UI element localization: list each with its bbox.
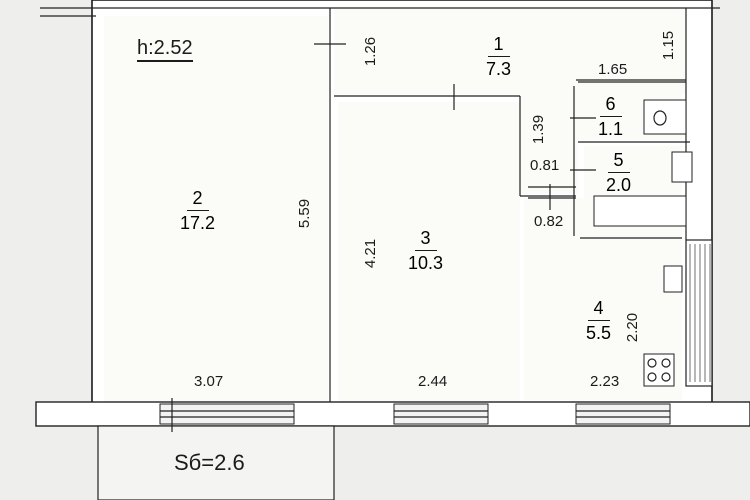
- burner-2: [661, 358, 671, 368]
- balcony-area-label: Sб=2.6: [174, 450, 245, 475]
- dim-room2-width: 3.07: [194, 373, 224, 390]
- room-2-number: 2: [186, 188, 209, 211]
- room-5-area: 2.0: [606, 175, 632, 195]
- room-6-number: 6: [599, 94, 622, 117]
- room-5-label: 5 2.0: [606, 150, 631, 196]
- room-3-floor: [338, 102, 520, 402]
- room-1-label: 1 7.3: [486, 34, 511, 80]
- vent-hatch: [689, 244, 711, 382]
- room-6-label: 6 1.1: [598, 94, 623, 140]
- room-4-area: 5.5: [586, 323, 612, 343]
- room-3-label: 3 10.3: [408, 228, 443, 274]
- dim-hall-depth: 1.26: [362, 36, 380, 67]
- room-2-area: 17.2: [180, 213, 216, 233]
- dim-kitchen-door: 0.82: [534, 213, 564, 230]
- ceiling-height-label: h:2.52: [137, 38, 193, 62]
- window-room-2: [159, 403, 295, 425]
- room-3-area: 10.3: [408, 253, 444, 273]
- room-4-label: 4 5.5: [586, 298, 611, 344]
- dim-wc-width: 1.65: [598, 61, 628, 78]
- bath-sink-icon: [671, 151, 693, 183]
- balcony: [97, 425, 335, 500]
- dim-room2-length: 5.59: [296, 198, 314, 229]
- dim-room3-width: 2.44: [418, 373, 448, 390]
- stove-icon: [643, 353, 675, 387]
- toilet-bowl: [653, 110, 667, 126]
- bathtub-icon: [593, 195, 687, 227]
- room-1-area: 7.3: [486, 59, 512, 79]
- window-kitchen: [575, 403, 671, 425]
- room-1-number: 1: [487, 34, 510, 57]
- burner-3: [647, 372, 657, 382]
- door-marks: [171, 43, 596, 432]
- dim-hall-right: 1.15: [660, 30, 678, 61]
- dim-room4-width: 2.23: [590, 373, 620, 390]
- window-room-3: [393, 403, 489, 425]
- corridor-floor: [520, 94, 578, 194]
- room-6-area: 1.1: [598, 119, 624, 139]
- room-5-number: 5: [607, 150, 630, 173]
- room-2-label: 2 17.2: [180, 188, 215, 234]
- dim-room4-length: 2.20: [624, 312, 642, 343]
- room-4-number: 4: [587, 298, 610, 321]
- toilet-icon: [643, 99, 687, 135]
- dim-corridor-length: 1.39: [530, 114, 548, 145]
- burner-4: [661, 372, 671, 382]
- kitchen-sink-icon: [663, 265, 683, 293]
- room-3-number: 3: [414, 228, 437, 251]
- burner-1: [647, 358, 657, 368]
- dim-bath-door: 0.81: [530, 157, 560, 174]
- dim-room3-length: 4.21: [362, 238, 380, 269]
- room-2-floor: [104, 16, 328, 404]
